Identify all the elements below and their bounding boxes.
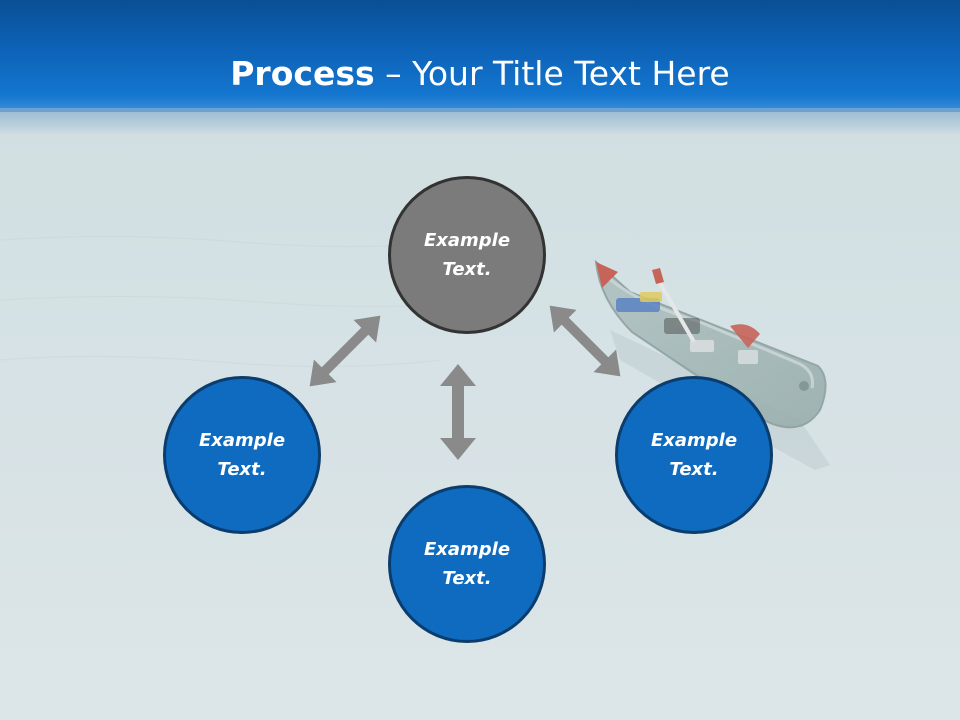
node-bottom-line1: Example — [423, 539, 511, 560]
node-bottom-line2: Text. — [442, 568, 492, 589]
title-banner-fade — [0, 108, 960, 136]
double-arrow-right — [549, 305, 621, 377]
slide-title: Process – Your Title Text Here — [0, 52, 960, 96]
node-top-line1: Example — [423, 230, 511, 251]
process-node-right: Example Text. — [615, 376, 773, 534]
title-banner — [0, 0, 960, 112]
slide-title-rest: – Your Title Text Here — [374, 54, 730, 93]
process-node-bottom: Example Text. — [388, 485, 546, 643]
node-right-line2: Text. — [669, 459, 719, 480]
node-top-line2: Text. — [442, 259, 492, 280]
process-node-top: Example Text. — [388, 176, 546, 334]
node-right-line1: Example — [650, 430, 738, 451]
node-left-line2: Text. — [217, 459, 267, 480]
double-arrow-vertical — [440, 364, 476, 460]
double-arrow-left — [309, 315, 381, 387]
slide-title-bold: Process — [230, 54, 375, 93]
node-left-line1: Example — [198, 430, 286, 451]
process-node-left: Example Text. — [163, 376, 321, 534]
